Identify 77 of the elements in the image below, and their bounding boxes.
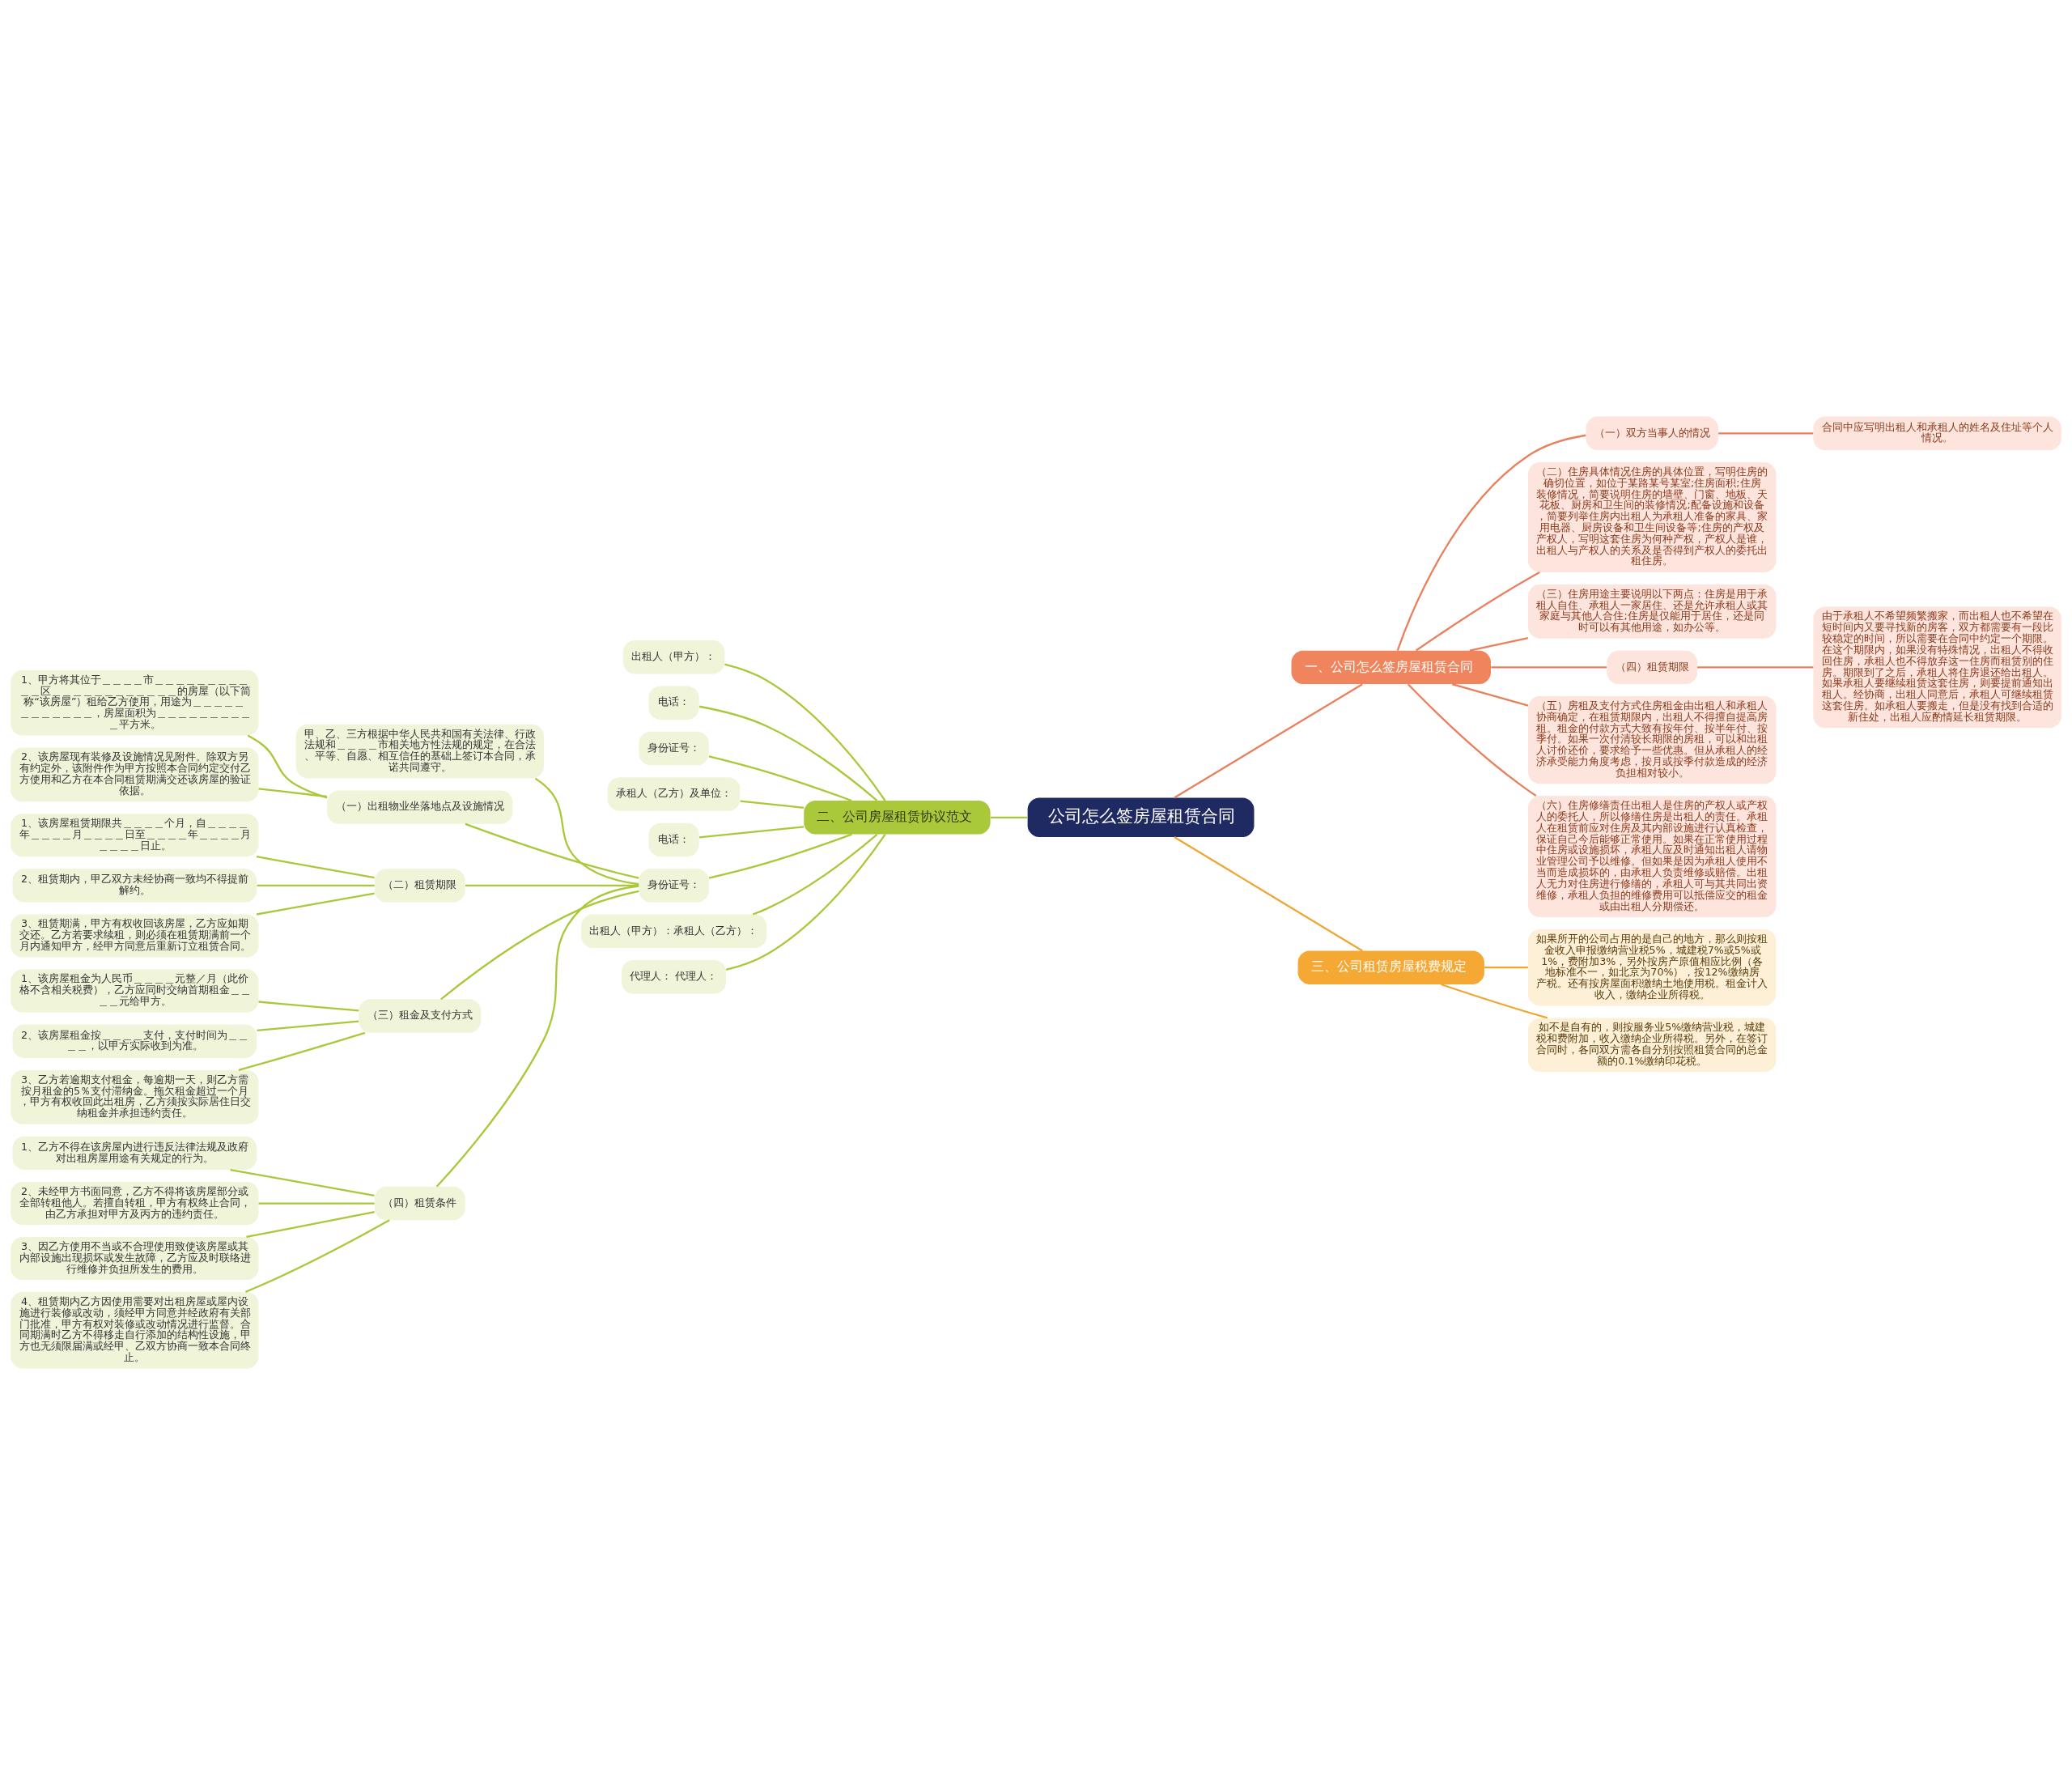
node-box: 代理人： 代理人： [622,960,727,994]
connector [1396,434,1586,651]
connector [256,856,375,879]
node-box: （四）租赁期限 [1607,650,1698,685]
connector [1718,432,1814,435]
connector [1451,683,1529,707]
connector [1407,683,1537,797]
node-box: 承租人（乙方）及单位： [607,777,741,811]
connector [708,833,852,879]
node-box: 2、该房屋租金按＿＿＿＿支付，支付时间为＿＿＿＿，以甲方实际收到为准。 [12,1024,257,1058]
connector [1484,967,1528,969]
node-box: 三、公司租赁房屋税费规定 [1297,950,1484,984]
node-box: 1、该房屋租赁期限共＿＿＿＿个月，自＿＿＿＿年＿＿＿＿月＿＿＿＿日至＿＿＿＿年＿＿＿＿月＿＿＿＿日止。 [11,814,259,857]
node-box: 电话： [648,686,699,720]
connector [465,822,639,879]
node-box: 2、租赁期内，甲乙双方未经协商一致均不得提前解约。 [12,869,257,903]
node-box: （二）住房具体情况住房的具体位置，写明住房的确切位置，如位于某路某号某室;住房面积;住房装修情况，简要说明住房的墙壁、门窗、地板、天花板、厨房和卫生间的装修情况;配备设施和设备，简要列举住房内出租人为承租人准备的家具、家用电器、厨房设备和卫生间设备等;住房的产权及产权人，写明这套住房为何种产权，产权人是谁，出租人与产权人的关系及是否得到产权人的委托出租住房。 [1528,462,1777,572]
connector [725,833,886,971]
connector [1469,637,1529,652]
connector [990,816,1028,818]
node-box: （五）房租及支付方式住房租金由出租人和承租人协商确定，在租赁期限内，出租人不得擅自提高房租。租金的付款方式大致有按年付、按半年付、按季付。如果一次付清较长期限的房租，可以和出租人讨价还价，要求给予一些优惠。但从承租人的经济承受能力角度考虑，按月或按季付款造成的经济负担相对较小。 [1528,696,1777,784]
connector [534,777,639,886]
connector [1697,666,1814,669]
node-box: （三）租金及支付方式 [359,999,482,1033]
node-box: 二、公司房屋租赁协议范文 [804,801,991,835]
node-box: 4、租赁期内乙方因使用需要对出租房屋或屋内设施进行装修或改动，须经甲方同意并经政府有关部门批准，甲方有权对装修或改动情况进行监督。合同期满时乙方不得移走自行添加的结构性设施，甲方也无须限届满或经甲、乙双方协商一致本合同终止。 [11,1291,259,1369]
node-box: 电话： [648,822,699,857]
node-box: 1、该房屋租金为人民币＿＿＿＿元整／月（此价格不含相关税费），乙方应同时交纳首期租金＿＿＿＿元给甲方。 [11,969,259,1013]
node-box: （四）租赁条件 [374,1186,465,1221]
connector [258,1202,375,1205]
connector [256,892,375,916]
connector [247,734,328,799]
connector [740,800,805,809]
node-box: 3、租赁期满，甲方有权收回该房屋，乙方应如期交还。乙方若要求续租，则必须在租赁期满前一个月内通知甲方，经甲方同意后重新订立租赁合同。 [11,914,259,958]
connector [435,885,639,1188]
connector [465,884,639,886]
node-box: 3、因乙方使用不当或不合理使用致使该房屋或其内部设施出现损坏或发生故障，乙方应及时联络进行维修并负担所发生的费用。 [11,1237,259,1280]
node-box: 出租人（甲方）： [622,640,725,674]
connector [1174,683,1363,799]
connector [258,788,327,798]
node-box: 一、公司怎么签房屋租赁合同 [1291,650,1491,685]
node-box: 1、乙方不得在该房屋内进行违反法律法规及政府对出租房屋用途有关规定的行为。 [12,1136,257,1171]
node-box: 身份证号： [639,731,709,766]
connector [257,884,375,886]
node-box: 3、乙方若逾期支付租金，每逾期一天，则乙方需按月租金的5％支付滞纳金。拖欠租金超过一个月，甲方有权收回此出租房，乙方须按实际居住日交纳租金并承担违约责任。 [11,1069,259,1124]
node-box: 合同中应写明出租人和承租人的姓名及住址等个人情况。 [1813,416,2061,451]
node-box: 由于承租人不希望频繁搬家，而出租人也不希望在短时间内又要寻找新的房客，双方都需要有一段比较稳定的时间，所以需要在合同中约定一个期限。在这个期限内，如果没有特殊情况，出租人不得收回住房，承租人也不得放弃这一住房而租赁别的住房。期限到了之后，承租人将住房退还给出租人。如果承租人要继续租赁这套住房，则要提前通知出租人。经协商，出租人同意后，承租人可继续租赁这套住房。如承租人要搬走，但是没有找到合适的新住处，出租人应酌情延长租赁期限。 [1813,606,2061,729]
connector [1441,983,1548,1019]
connector [708,755,852,802]
connector [698,705,878,801]
node-box: （三）住房用途主要说明以下两点：住房是用于承租人自住、承租人一家居住、还是允许承租人或其家庭与其他人合住;住房是仅能用于居住，还是同时可以有其他用途，如办公等。 [1528,584,1777,639]
node-box: （六）住房修缮责任出租人是住房的产权人或产权人的委托人，所以修缮住房是出租人的责任。承租人在租赁前应对住房及其内部设施进行认真检查，保证自己今后能够正常使用。如果在正常使用过程中住房或设施损坏，承租人应及时通知出租人请物业管理公司予以维修。但如果是因为承租人使用不当而造成损坏的，由承租人负责维修或赔偿。出租人无力对住房进行修缮的，承租人可与其共同出资维修，承租人负担的维修费用可以抵偿应交的租金或由出租人分期偿还。 [1528,796,1777,917]
connector [752,834,878,916]
node-box: 1、甲方将其位于＿＿＿＿市＿＿＿＿＿＿＿＿＿＿＿区＿＿＿＿＿＿＿＿＿＿＿＿的房屋（以下简称“该房屋”）租给乙方使用，用途为＿＿＿＿＿＿＿＿＿＿＿＿，房屋面积为＿＿＿＿＿＿＿＿＿＿平方米。 [11,669,259,736]
node-box: 2、该房屋现有装修及设施情况见附件。除双方另有约定外，该附件作为甲方按照本合同约定交付乙方使用和乙方在本合同租赁期满交还该房屋的验证依据。 [11,747,259,802]
connector [440,890,639,1001]
node-box: 出租人（甲方）：承租人（乙方）： [581,914,767,948]
node-box: 甲、乙、三方根据中华人民共和国有关法律、行政法规和＿＿＿＿市相关地方性法规的规定，在合法、平等、自愿、相互信任的基础上签订本合同，承诺共同遵守。 [295,724,544,779]
node-box: （一）出租物业坐落地点及设施情况 [327,790,513,824]
connector [246,1211,375,1239]
connector [724,663,886,801]
node-box: （二）租赁期限 [374,869,465,903]
connector [1416,572,1540,652]
node-box: 公司怎么签房屋租赁合同 [1027,797,1255,837]
node-box: 身份证号： [639,869,709,903]
connector [230,1169,375,1196]
connector [257,1020,359,1031]
node-box: 2、未经甲方书面同意，乙方不得将该房屋部分或全部转租他人。若擅自转租，甲方有权终止合同，由乙方承担对甲方及丙方的违约责任。 [11,1182,259,1226]
node-box: 如果所开的公司占用的是自己的地方，那么则按租金收入申报缴纳营业税5%，城建税7%或5%或1%，费附加3%，另外按房产原值相应比例（各地标准不一，如北京为70%），按12%缴纳房产税。还有按房屋面积缴纳土地使用税。租金计入收入，缴纳企业所得税。 [1528,929,1777,1006]
connector [698,826,805,839]
connector [245,1219,390,1293]
connector [1174,836,1363,952]
connector [1491,666,1607,669]
node-box: （一）双方当事人的情况 [1586,416,1718,451]
connector [238,1031,366,1071]
node-box: 如不是自有的，则按服务业5%缴纳营业税，城建税和费附加，收入缴纳企业所得税。另外，在签订合同时，各同双方需各自分别按照租赁合同的总金额的0.1%缴纳印花税。 [1528,1018,1777,1073]
connector [258,1001,359,1012]
